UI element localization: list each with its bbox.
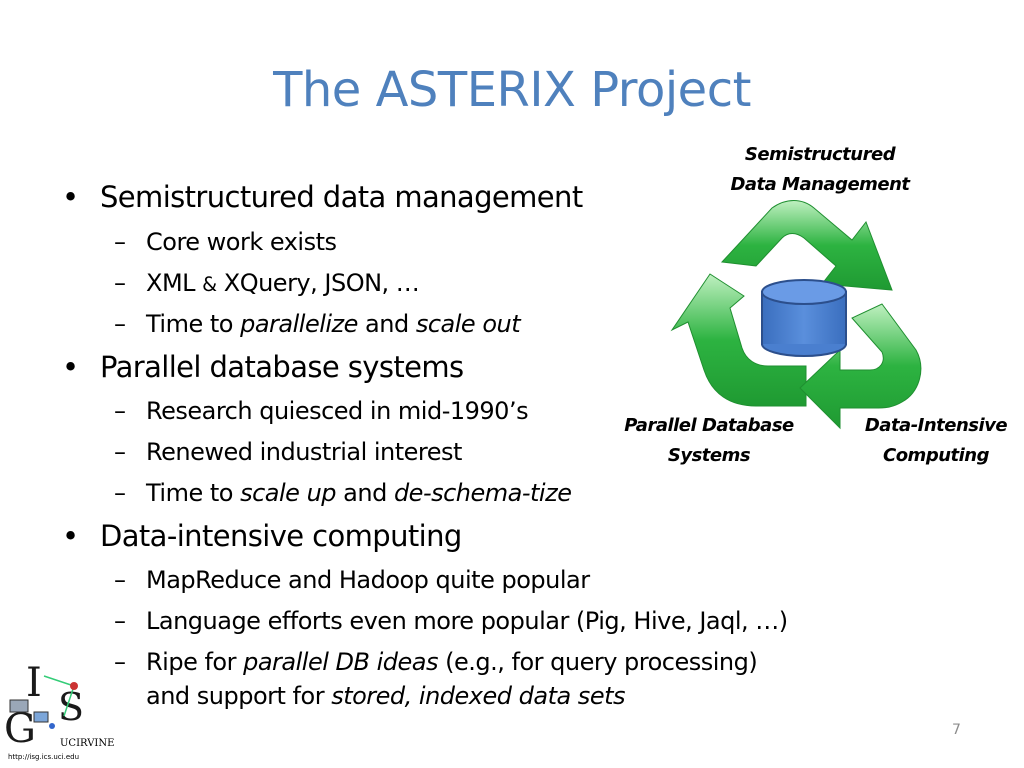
dash: – [114,228,126,256]
logo-letter-g: G [4,706,36,752]
sub-bullet: –Time to scale up and de-schema-tize [114,479,572,507]
text-run: Ripe for [146,648,244,676]
text-run: and [357,310,416,338]
sub-bullet-continuation: and support for stored, indexed data set… [146,682,625,710]
logo-screen-icon [33,711,49,723]
recycle-arrow-left [670,273,807,407]
dash: – [114,397,126,425]
italic-run: scale out [415,310,521,338]
sub-bullet: –Renewed industrial interest [114,438,462,466]
text-run: Time to [146,479,241,507]
text-run: Renewed industrial interest [146,438,462,466]
sub-bullet: –XML & XQuery, JSON, … [114,269,420,297]
dash: – [114,479,126,507]
isg-logo: I S G [4,660,84,752]
sub-bullet: –Time to parallelize and scale out [114,310,521,338]
page-number: 7 [952,722,961,738]
bullet-parallel-db: • Parallel database systems [62,350,464,384]
bullet-dot: • [62,350,79,384]
label-line: Data Management [730,174,910,195]
sub-bullet: –MapReduce and Hadoop quite popular [114,566,590,594]
dash: – [114,269,126,297]
text-run: and [336,479,394,507]
dash: – [114,566,126,594]
sub-bullet-text: Ripe for parallel DB ideas (e.g., for qu… [146,648,758,676]
recycle-arrow-right [799,303,922,430]
text-run: and support for [146,682,332,710]
bullet-dot: • [62,519,79,553]
logo-url: http://isg.ics.uci.edu [8,753,80,761]
logo-screen-icon [9,699,29,713]
bullet-semistructured: • Semistructured data management [62,180,583,214]
italic-run: parallelize [240,310,358,338]
text-run: Time to [146,310,241,338]
sub-bullet-text: Research quiesced in mid-1990’s [146,397,529,425]
bullet-data-intensive: • Data-intensive computing [62,519,462,553]
sub-bullet-text: MapReduce and Hadoop quite popular [146,566,590,594]
text-run: & [202,273,217,296]
label-line: Systems [667,445,751,466]
recycle-arrow-top [720,200,893,291]
dash: – [114,648,126,676]
italic-run: scale up [240,479,337,507]
recycle-diagram [670,200,922,430]
label-line: Semistructured [744,144,896,165]
sub-bullet-text: XML & XQuery, JSON, … [146,269,420,297]
sub-bullet-text: Renewed industrial interest [146,438,462,466]
sub-bullet-text: Core work exists [146,228,337,256]
label-data-intensive: Data-Intensive Computing [848,411,1024,471]
text-run: XML [146,269,203,297]
slide-title: The ASTERIX Project [273,62,751,118]
sub-bullet: –Ripe for parallel DB ideas (e.g., for q… [114,648,758,676]
text-run: (e.g., for query processing) [437,648,758,676]
italic-run: parallel DB ideas [243,648,438,676]
continuation-text: and support for stored, indexed data set… [146,682,625,710]
bullet-dot: • [62,180,79,214]
bullet-text: Data-intensive computing [100,519,462,553]
label-parallel-db: Parallel Database Systems [606,411,812,471]
text-run: XQuery, JSON, … [216,269,420,297]
sub-bullet-text: Time to parallelize and scale out [146,310,521,338]
logo-node-icon [70,682,78,690]
label-line: Data-Intensive [864,415,1008,436]
logo-org: UCIRVINE [60,738,115,749]
italic-run: stored, indexed data sets [331,682,625,710]
sub-bullet: –Core work exists [114,228,337,256]
bullet-text: Parallel database systems [100,350,464,384]
sub-bullet: –Language efforts even more popular (Pig… [114,607,788,635]
logo-letter-s: S [58,685,84,729]
label-line: Parallel Database [624,415,794,436]
sub-bullet-text: Language efforts even more popular (Pig,… [146,607,788,635]
text-run: Language efforts even more popular (Pig,… [146,607,788,635]
text-run: MapReduce and Hadoop quite popular [146,566,590,594]
logo-letter-i: I [26,660,42,706]
dash: – [114,607,126,635]
dash: – [114,438,126,466]
text-run: Core work exists [146,228,337,256]
bullet-text: Semistructured data management [100,180,583,214]
text-run: Research quiesced in mid-1990’s [146,397,529,425]
database-icon [761,279,847,357]
sub-bullet: –Research quiesced in mid-1990’s [114,397,529,425]
label-semistructured: Semistructured Data Management [700,140,940,200]
label-line: Computing [882,445,990,466]
dash: – [114,310,126,338]
logo-node-icon [49,723,55,729]
sub-bullet-text: Time to scale up and de-schema-tize [146,479,572,507]
italic-run: de-schema-tize [393,479,572,507]
